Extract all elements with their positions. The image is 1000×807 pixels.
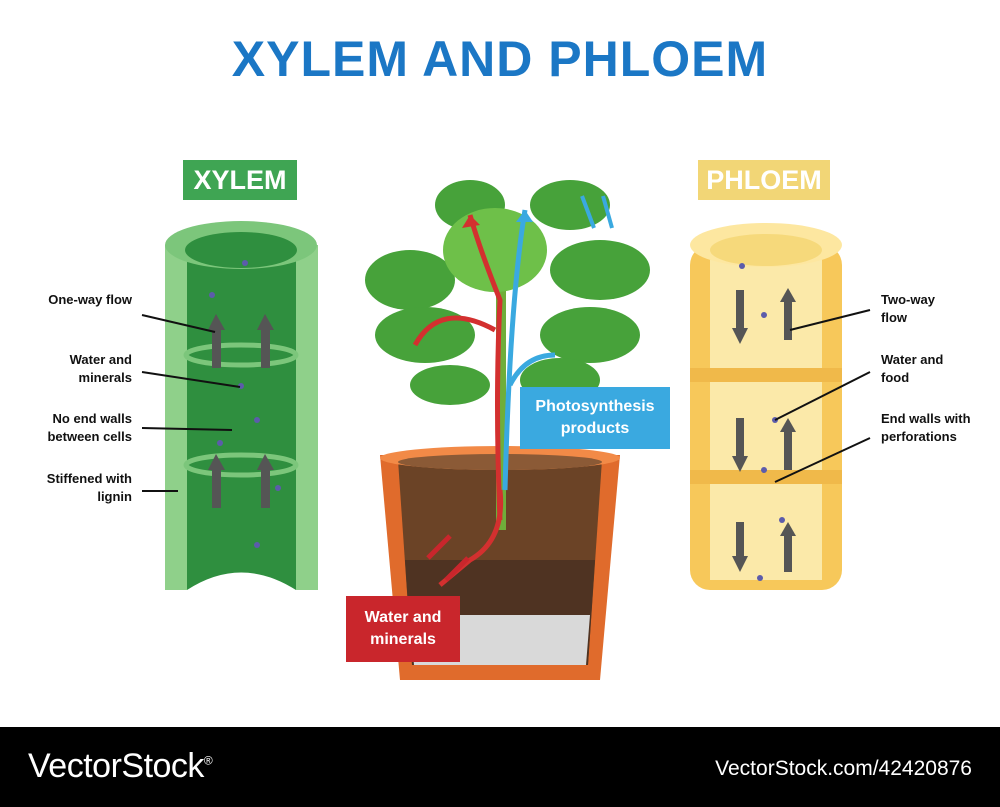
xylem-tube-illustration: [141, 221, 318, 600]
xylem-label-lignin: Stiffened with lignin: [46, 471, 132, 504]
phloem-title-badge: PHLOEM: [698, 160, 830, 200]
xylem-title-badge: XYLEM: [183, 160, 297, 200]
page-title: XYLEM AND PHLOEM: [231, 31, 769, 87]
footer-bar: VectorStock® VectorStock.com/42420876: [0, 727, 1000, 807]
photosynthesis-products-label: Photosynthesis products: [520, 387, 670, 449]
phloem-label-two-way-flow: Two-way flow: [881, 292, 935, 325]
water-minerals-label: Water and minerals: [346, 596, 460, 662]
photosynthesis-text: Photosynthesis products: [535, 398, 655, 437]
xylem-label-no-end-walls: No end walls between cells: [47, 411, 132, 444]
registered-mark: ®: [203, 753, 213, 768]
xylem-label-water-minerals: Water and minerals: [69, 352, 132, 385]
logo-text: VectorStock: [28, 747, 204, 785]
xylem-label-one-way-flow: One-way flow: [48, 292, 132, 307]
phloem-label-end-walls: End walls with perforations: [881, 411, 971, 444]
water-minerals-text: Water and minerals: [364, 609, 442, 648]
phloem-label-water-food: Water and food: [881, 352, 944, 385]
vectorstock-logo: VectorStock®: [28, 747, 213, 786]
phloem-tube-illustration: [690, 223, 871, 590]
image-id: VectorStock.com/42420876: [715, 757, 972, 780]
diagram-illustration: [141, 180, 871, 680]
